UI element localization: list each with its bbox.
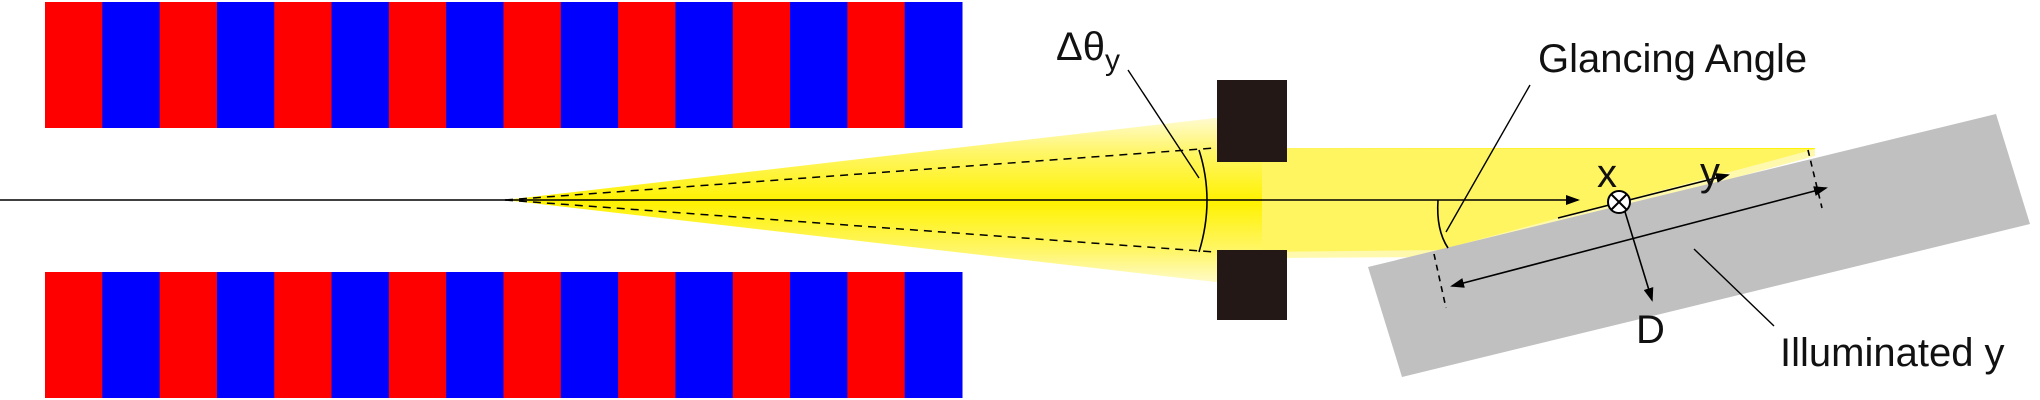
divergence-line-lower (504, 199, 1216, 253)
upper-magnet-block (560, 2, 619, 128)
illuminated-extent-right (1807, 149, 1823, 209)
upper-magnet-block (503, 2, 562, 128)
lower-magnet-block (675, 272, 734, 398)
upper-magnet-block (159, 2, 218, 128)
slit-upper-block (1217, 80, 1287, 162)
lower-magnet-block (216, 272, 275, 398)
slit-lower-block (1217, 250, 1287, 320)
upper-magnet-block (331, 2, 390, 128)
upper-magnet-block (675, 2, 734, 128)
y-axis-label: y (1700, 150, 1720, 194)
upper-magnet-block (45, 2, 103, 128)
upper-magnet-block (446, 2, 504, 128)
upper-magnet-block (904, 2, 963, 128)
illuminated-extent-left (1433, 253, 1447, 309)
lower-magnet-block (388, 272, 447, 398)
upper-magnet-block (274, 2, 333, 128)
lower-magnet-block (560, 272, 619, 398)
illuminated-label: Illuminated y (1780, 331, 2005, 375)
lower-magnet-block (159, 272, 218, 398)
illuminated-length-arrow (1450, 186, 1828, 288)
upper-magnet-block (790, 2, 848, 128)
lower-magnet-block (904, 272, 963, 398)
lower-magnet-block (618, 272, 676, 398)
glancing-angle-arc (1436, 199, 1449, 249)
lower-magnet-block (790, 272, 848, 398)
lower-magnet-block (847, 272, 906, 398)
lower-magnet-block (331, 272, 390, 398)
upper-magnet-block (847, 2, 906, 128)
lower-magnet-block (503, 272, 562, 398)
upper-magnet-block (388, 2, 447, 128)
d-axis-label: D (1636, 308, 1665, 352)
lower-magnet-block (446, 272, 504, 398)
upper-magnet-block (102, 2, 161, 128)
beam-cone (505, 118, 1268, 285)
lower-magnet-block (274, 272, 333, 398)
lower-magnet-block (732, 272, 791, 398)
lower-magnet-block (102, 272, 161, 398)
lower-magnet-block (45, 272, 103, 398)
glancing-angle-label: Glancing Angle (1538, 37, 1807, 81)
lower-magnet-array (45, 272, 963, 398)
upper-magnet-array (45, 2, 963, 128)
x-axis-label: x (1597, 152, 1617, 196)
upper-magnet-block (216, 2, 275, 128)
upper-magnet-block (732, 2, 791, 128)
divergence-line-upper (504, 147, 1216, 201)
upper-magnet-block (618, 2, 676, 128)
divergence-arc (1198, 149, 1208, 253)
delta-theta-label: Δθy (1056, 25, 1120, 77)
illuminated-leader (1693, 248, 1775, 327)
delta-theta-leader (1127, 69, 1200, 179)
